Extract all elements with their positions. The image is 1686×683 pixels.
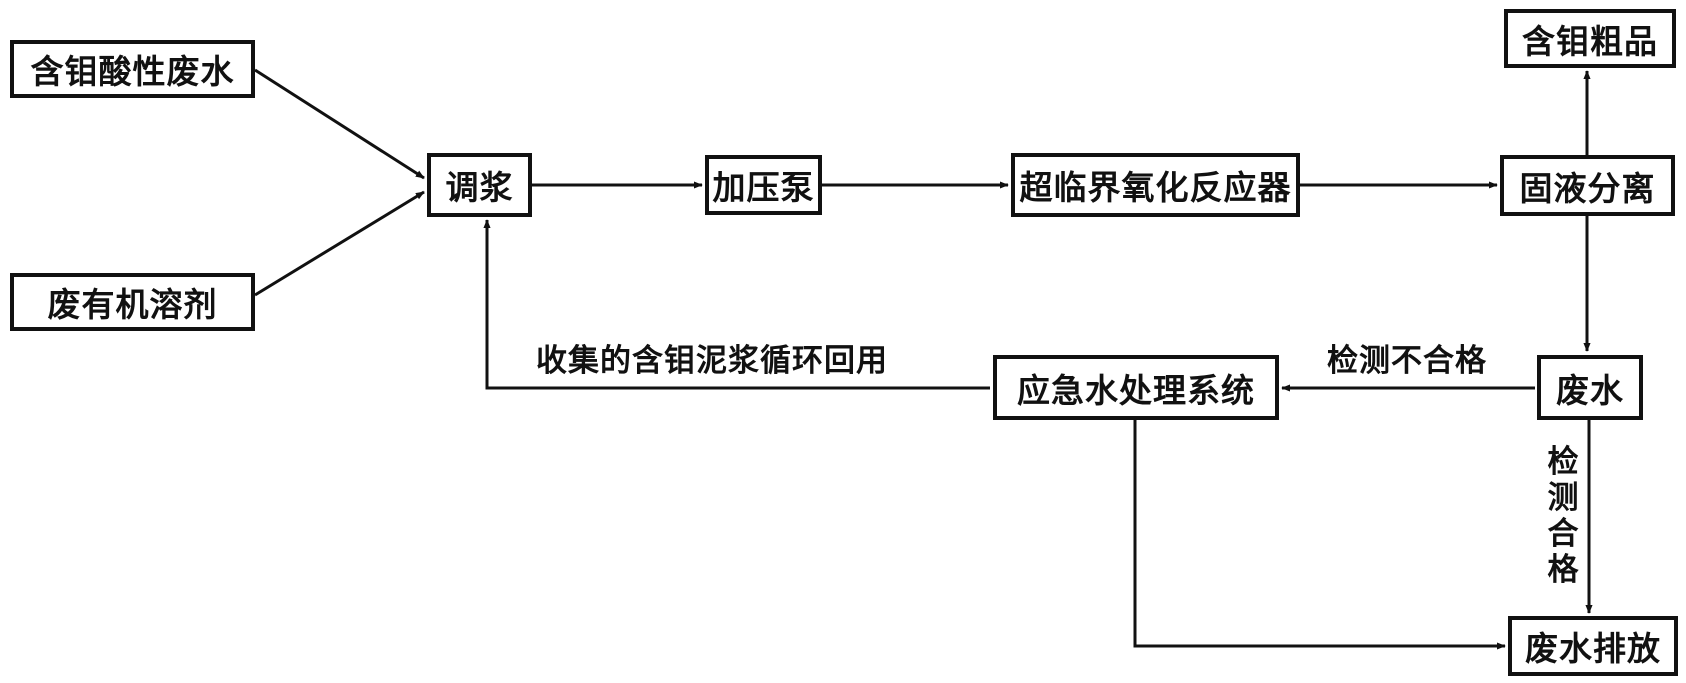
node-solid-liquid-separation: 固液分离 bbox=[1500, 155, 1675, 216]
label-test-failed: 检测不合格 bbox=[1327, 343, 1487, 379]
label-recycle-mo-slurry: 收集的含钼泥浆循环回用 bbox=[536, 343, 888, 379]
label-test-passed: 检测合格 bbox=[1547, 444, 1579, 588]
arrow-recycle-to-slurry bbox=[483, 219, 990, 390]
node-pressure-pump: 加压泵 bbox=[705, 155, 822, 215]
node-mo-acid-wastewater: 含钼酸性废水 bbox=[10, 40, 255, 98]
node-emergency-water-treatment: 应急水处理系统 bbox=[993, 355, 1279, 420]
node-wastewater: 废水 bbox=[1537, 355, 1643, 420]
node-waste-organic-solvent: 废有机溶剂 bbox=[10, 273, 255, 331]
node-supercritical-oxidation-reactor: 超临界氧化反应器 bbox=[1011, 153, 1300, 217]
node-mo-crude-product: 含钼粗品 bbox=[1504, 9, 1676, 68]
arrow-solvent-to-slurry bbox=[254, 190, 425, 297]
arrow-acid-to-slurry bbox=[254, 68, 425, 180]
node-wastewater-discharge: 废水排放 bbox=[1508, 616, 1678, 676]
arrow-emergency-to-discharge bbox=[1133, 420, 1506, 650]
node-slurry-preparation: 调浆 bbox=[427, 153, 532, 217]
